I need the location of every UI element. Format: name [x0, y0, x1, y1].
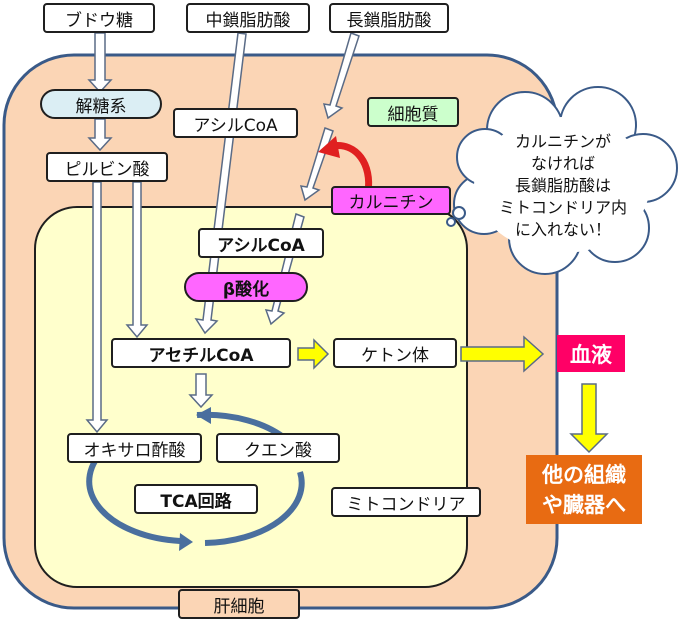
acyl-coa-mito-label: アシルCoA: [198, 228, 324, 258]
pyruvate-oxaloacetate-arrow: [85, 181, 109, 434]
liver-cell-label: 肝細胞: [178, 589, 300, 619]
callout-cloud: [446, 86, 678, 275]
lcfa-arrow-1: [322, 32, 360, 120]
pyruvate-acetylcoa-arrow: [125, 181, 149, 339]
callout-line-2: なければ: [530, 154, 595, 173]
glycolysis-label: 解糖系: [40, 89, 162, 119]
glucose-arrow: [87, 32, 113, 94]
tca-cycle-label: TCA回路: [134, 484, 258, 514]
ketone-blood-arrow: [460, 335, 545, 373]
carnitine-label: カルニチン: [331, 186, 451, 215]
callout-line-5: に入れない！: [514, 220, 611, 239]
callout-line-1: カルニチンが: [514, 132, 611, 151]
other-organs-label: 他の組織 や臓器へ: [526, 455, 642, 524]
callout-line-3: 長鎖脂肪酸は: [514, 176, 611, 195]
lcfa-label: 長鎖脂肪酸: [329, 3, 449, 33]
citrate-label: クエン酸: [216, 433, 340, 463]
acyl-coa-cytosol-label: アシルCoA: [173, 108, 298, 138]
yellow-arrows: [297, 335, 609, 454]
callout-text: カルニチンが なければ 長鎖脂肪酸は ミトコンドリア内 に入れない！: [478, 126, 648, 246]
other-organs-line-2: や臓器へ: [542, 492, 626, 517]
glycolysis-pyruvate-arrow: [87, 118, 113, 152]
ketone-label: ケトン体: [333, 338, 457, 368]
acetyl-coa-label: アセチルCoA: [111, 338, 291, 368]
tca-cycle-ring: [86, 407, 305, 551]
carnitine-transport-arrow: [331, 142, 373, 193]
other-organs-line-1: 他の組織: [542, 462, 626, 487]
pyruvate-label: ピルビン酸: [46, 152, 168, 182]
blood-label: 血液: [557, 335, 625, 372]
blood-organs-arrow: [569, 383, 609, 454]
glucose-label: ブドウ糖: [43, 3, 155, 33]
mitochondria-label: ミトコンドリア: [331, 487, 481, 517]
oxaloacetate-label: オキサロ酢酸: [67, 433, 202, 463]
cytoplasm-label: 細胞質: [367, 97, 459, 127]
mcfa-label: 中鎖脂肪酸: [186, 3, 310, 33]
beta-oxidation-label: β酸化: [184, 272, 308, 302]
acetylcoa-tca-arrow: [188, 373, 214, 409]
acetylcoa-ketone-arrow: [297, 338, 330, 370]
callout-line-4: ミトコンドリア内: [498, 198, 627, 217]
